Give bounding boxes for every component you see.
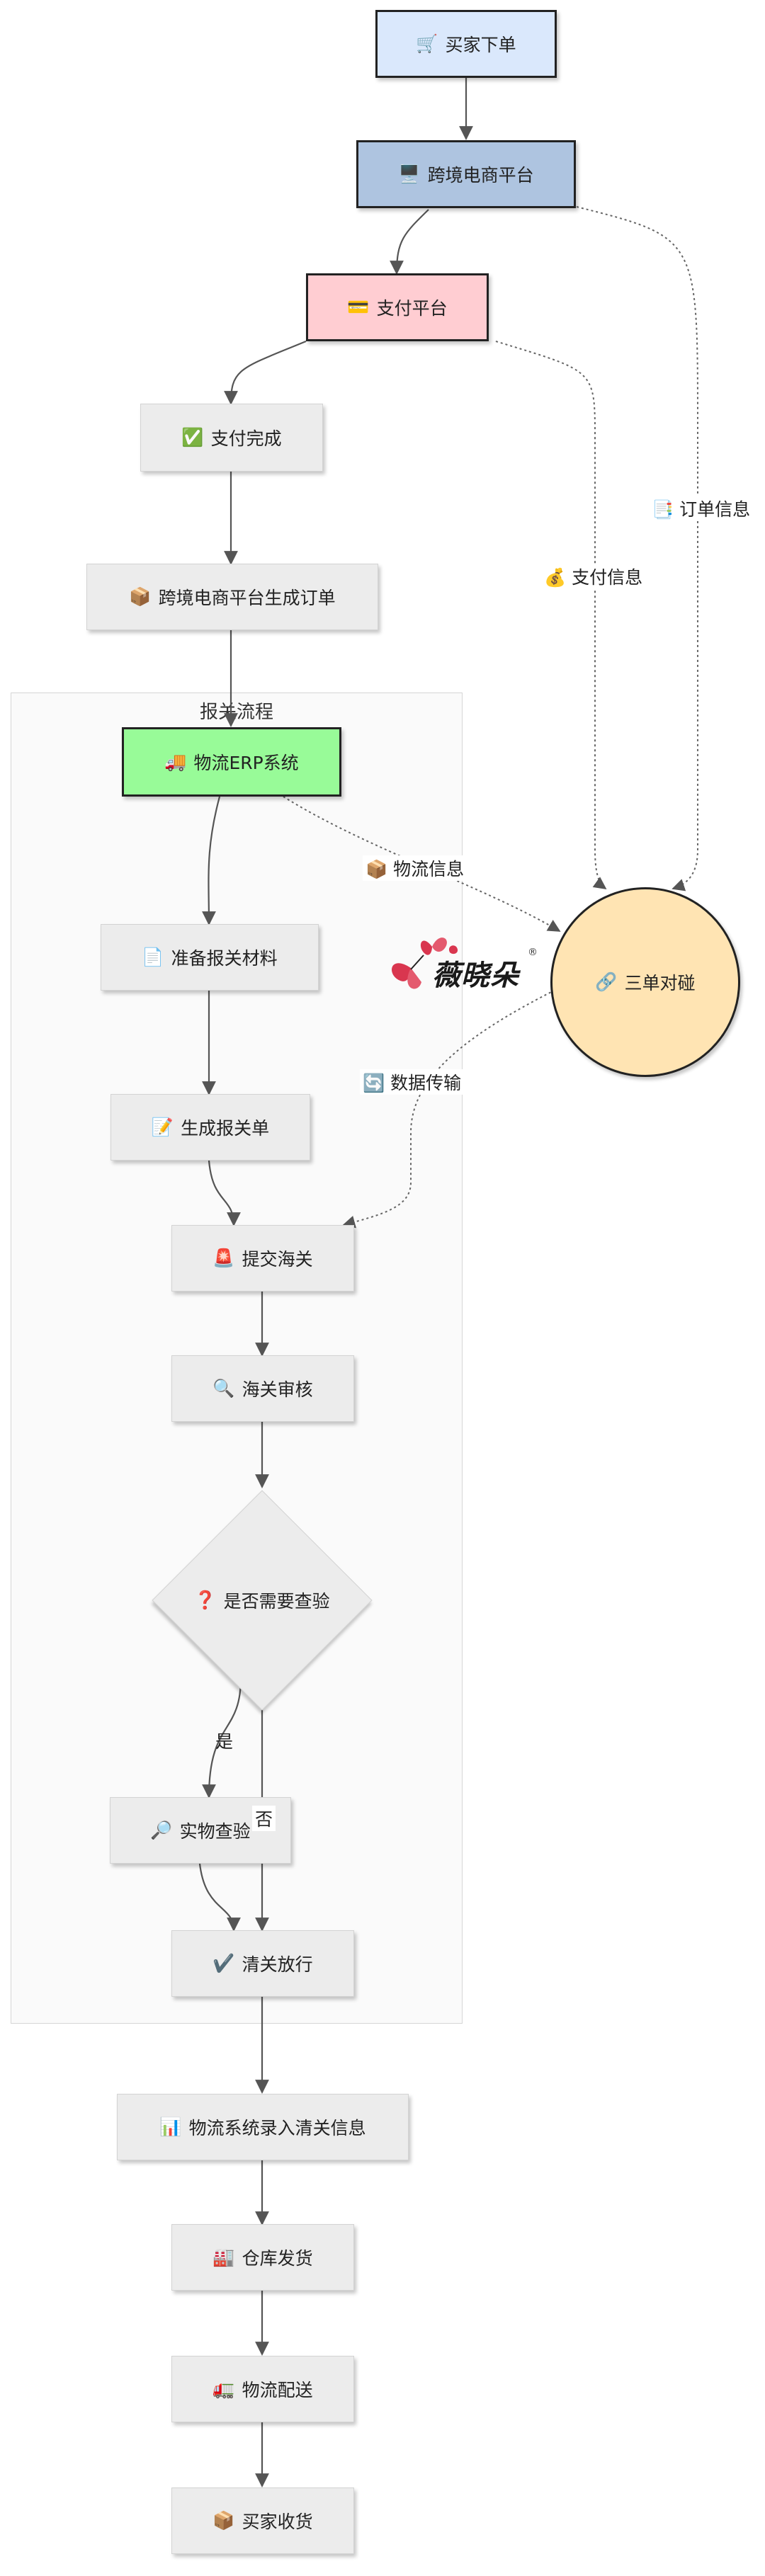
bar-chart-icon: 📊 [159,2116,182,2137]
edge-label-payment-info: 💰 支付信息 [541,564,646,589]
question-icon: ❓ [194,1590,217,1610]
package-icon: 📦 [129,586,152,607]
node-record-info: 📊 物流系统录入清关信息 [117,2094,409,2160]
cart-icon: 🛒 [416,33,438,54]
edge-label-order-info: 📑 订单信息 [649,496,754,521]
butterfly-icon [392,937,458,989]
magnifier-right-icon: 🔎 [150,1820,173,1840]
edge-label-no: 否 [252,1806,276,1831]
money-bag-icon: 💰 [544,567,567,588]
node-label: 物流配送 [242,2380,313,2400]
siren-icon: 🚨 [212,1248,235,1268]
node-label: 是否需要查验 [223,1591,330,1612]
lorry-icon: 🚛 [212,2378,235,2399]
node-payment-platform: 💳 支付平台 [306,273,489,341]
logo-text: 薇晓朵 [432,959,519,992]
node-gen-declaration: 📝 生成报关单 [110,1094,310,1161]
node-delivery: 🚛 物流配送 [171,2356,354,2422]
memo-icon: 📝 [151,1117,174,1137]
node-erp: 🚚 物流ERP系统 [122,727,341,797]
node-label: 跨境电商平台 [427,165,534,186]
node-submit-customs: 🚨 提交海关 [171,1225,354,1292]
edge-label-logistics-info: 📦 物流信息 [363,855,468,881]
registered-mark: ® [528,947,538,958]
node-label: 三单对碰 [624,973,696,993]
edge-payment-match [495,341,607,890]
node-customs-review: 🔍 海关审核 [171,1355,354,1422]
truck-icon: 🚚 [164,751,187,772]
magnifier-icon: 🔍 [212,1378,235,1398]
node-label: 生成报关单 [181,1118,270,1139]
node-payment-done: ✅ 支付完成 [140,404,323,472]
node-label: 准备报关材料 [171,948,278,969]
edge-erp-match [283,796,561,932]
edge-decision-yes [202,1677,242,1799]
edge-payment-done [224,340,307,405]
package-icon: 📦 [366,859,388,879]
node-label: 跨境电商平台生成订单 [158,588,336,608]
node-label: 清关放行 [242,1954,313,1975]
node-need-inspection: ❓ 是否需要查验 [149,1579,375,1622]
edge-platform-match [576,206,698,891]
package-icon: 📦 [212,2510,235,2531]
edge-gendecl-submit [208,1160,241,1226]
node-label: 支付平台 [376,298,448,319]
node-label: 买家收货 [242,2512,313,2532]
edge-label-data-transfer: 🔄 数据传输 [360,1069,465,1095]
node-label: 支付完成 [210,428,282,449]
node-warehouse: 🏭 仓库发货 [171,2224,354,2291]
node-label: 海关审核 [242,1379,313,1400]
node-label: 物流系统录入清关信息 [188,2118,366,2138]
node-label: 买家下单 [445,35,516,55]
link-icon: 🔗 [595,971,618,992]
edge-erp-prepare [202,796,221,925]
check-mark-icon: ✔️ [212,1953,235,1973]
edge-platform-payment [390,209,429,275]
bookmark-icon: 📑 [652,499,674,520]
credit-card-icon: 💳 [347,297,370,317]
factory-icon: 🏭 [212,2247,235,2267]
node-buyer-order: 🛒 买家下单 [375,10,557,78]
node-platform: 🖥️ 跨境电商平台 [356,140,576,208]
brand-logo: 薇晓朵 ® [382,925,538,1003]
computer-icon: 🖥️ [398,164,421,184]
node-gen-order: 📦 跨境电商平台生成订单 [86,564,378,630]
node-clearance: ✔️ 清关放行 [171,1930,354,1997]
edge-inspection-clearance [198,1863,241,1932]
node-match: 🔗 三单对碰 [550,887,740,1077]
node-label: 实物查验 [179,1821,251,1842]
refresh-icon: 🔄 [363,1073,385,1093]
edge-match-submit [342,987,560,1229]
node-label: 仓库发货 [242,2248,313,2269]
check-icon: ✅ [181,427,204,448]
document-icon: 📄 [142,947,164,967]
node-prepare-docs: 📄 准备报关材料 [101,924,319,991]
node-label: 物流ERP系统 [193,753,299,773]
node-label: 提交海关 [242,1249,313,1270]
node-received: 📦 买家收货 [171,2487,354,2554]
edge-label-yes: 是 [215,1731,234,1752]
